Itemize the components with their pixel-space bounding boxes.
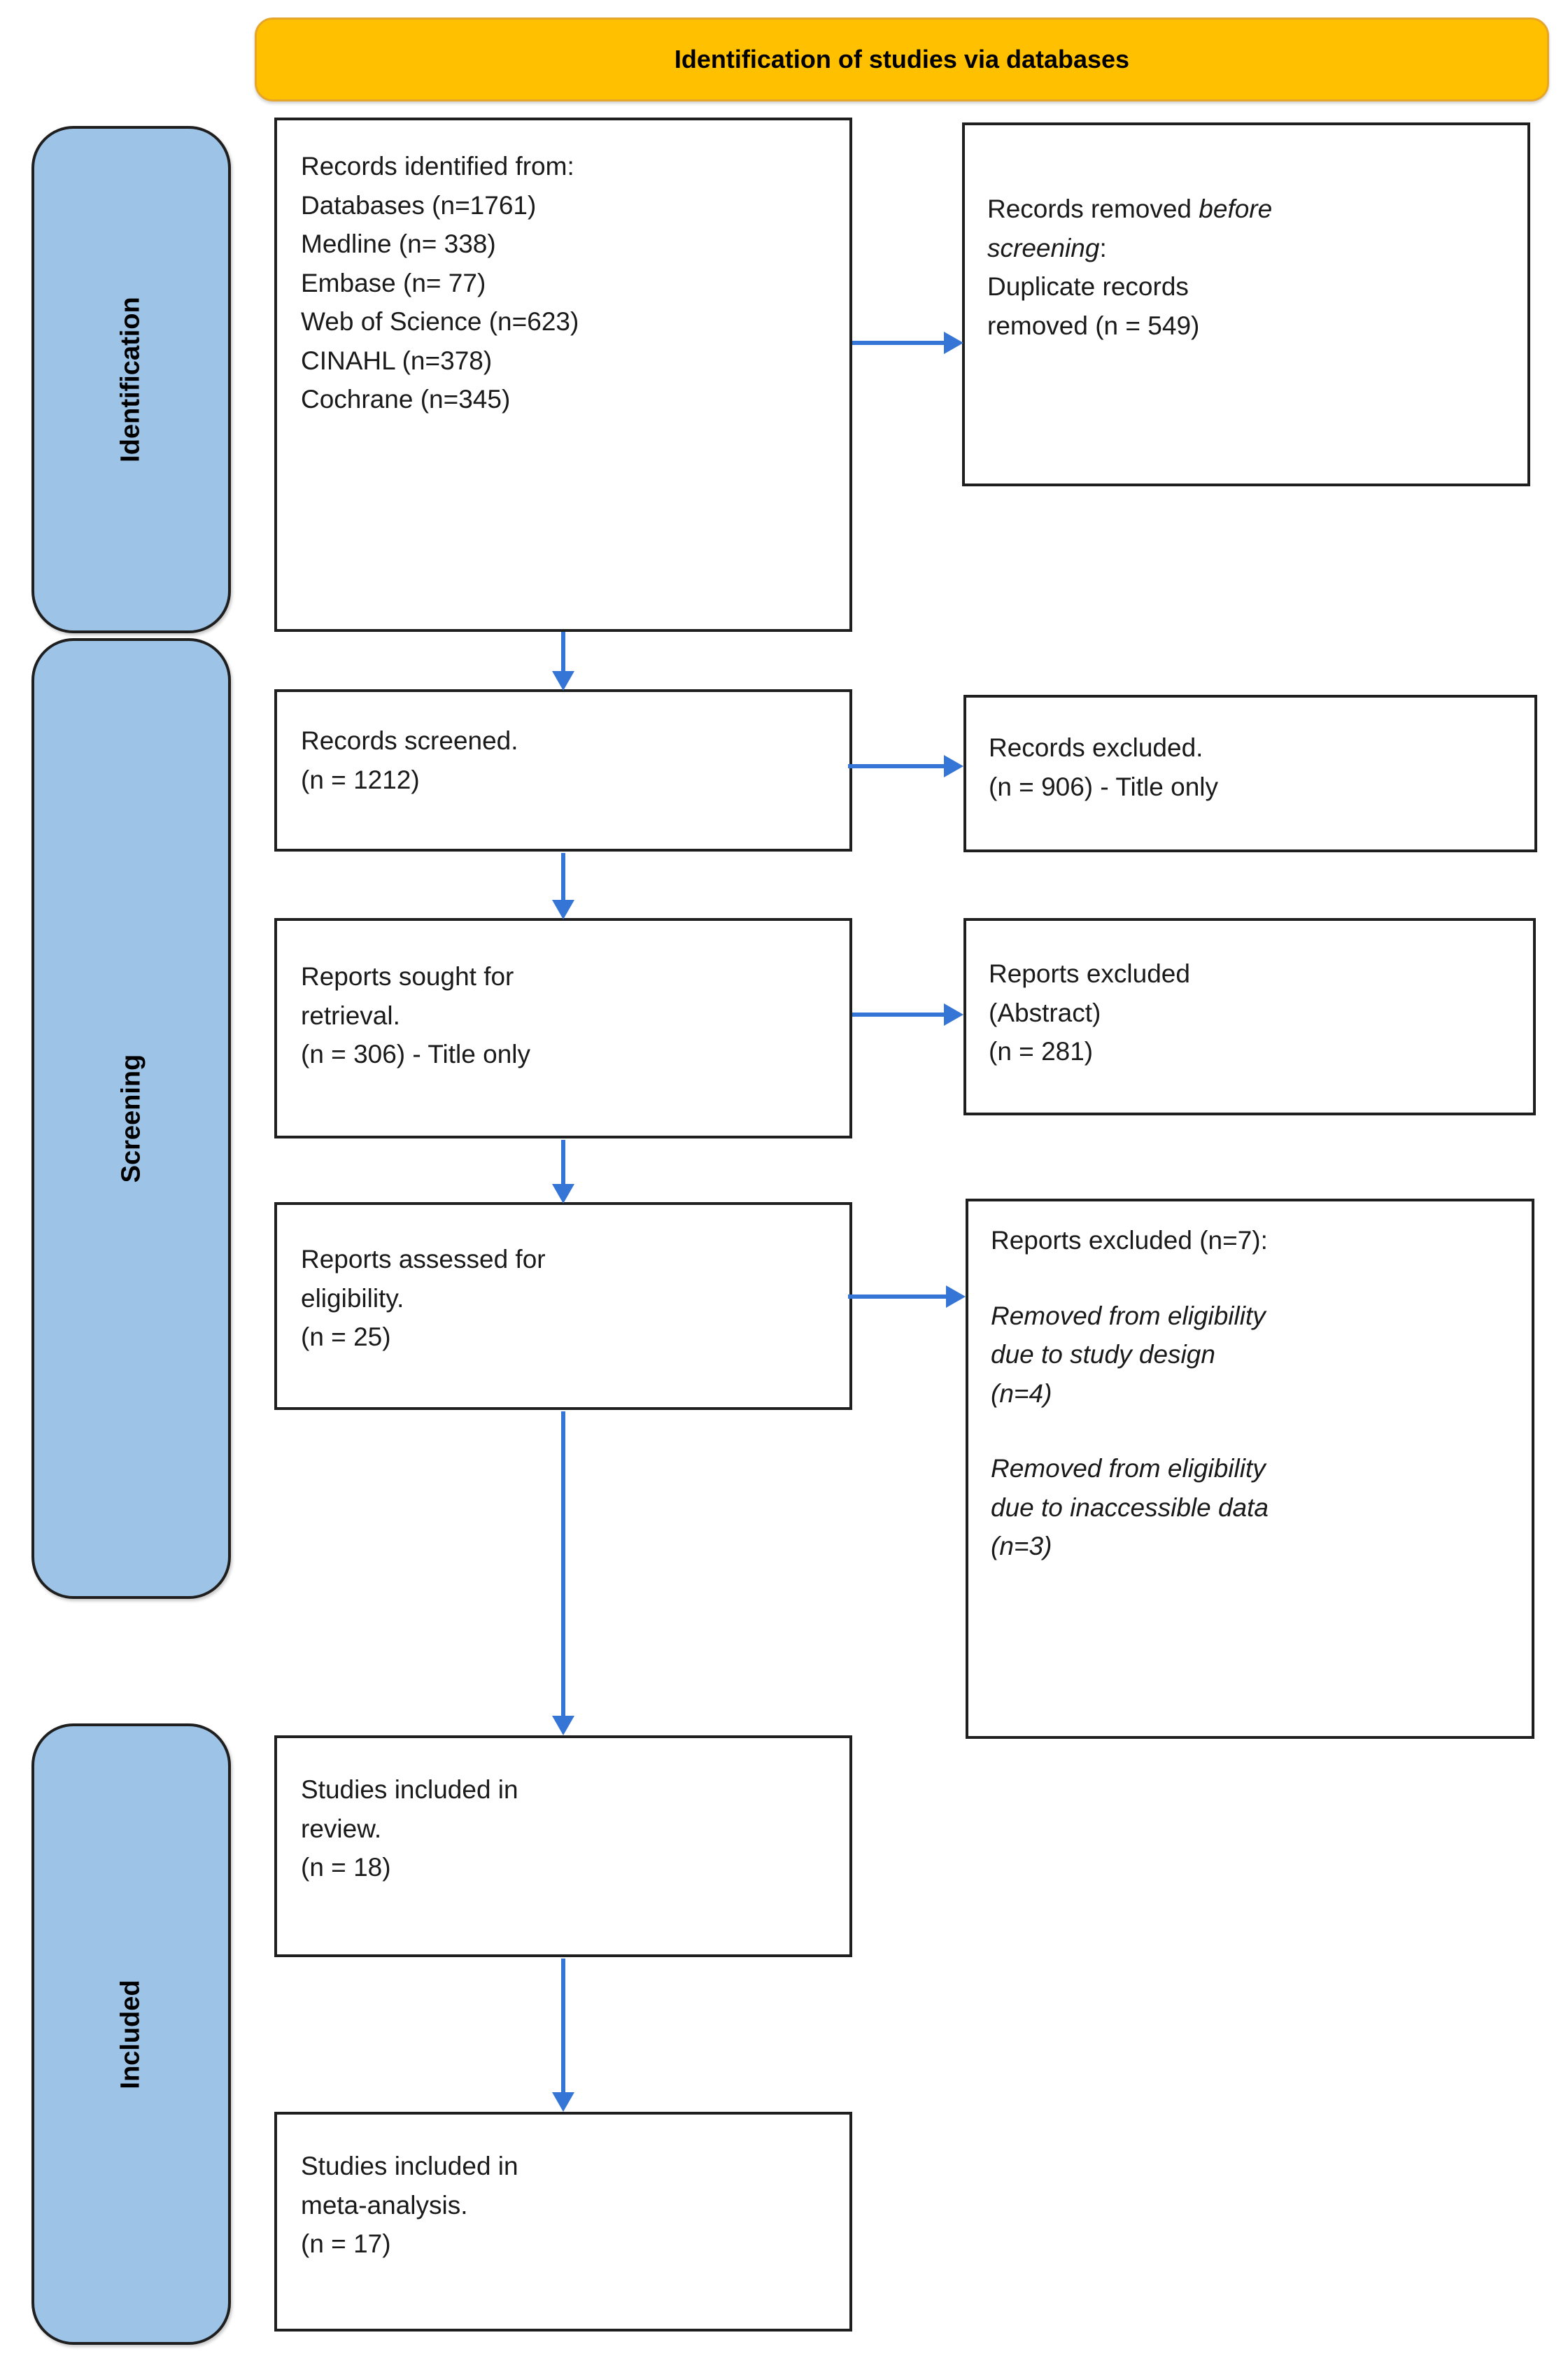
records-identified-line: CINAHL (n=378) (301, 346, 493, 375)
records-removed-text: Records removed (987, 195, 1199, 223)
stage-screening: Screening (31, 638, 231, 1599)
box-records-screened: Records screened. (n = 1212) (274, 689, 852, 852)
records-removed-italic-text: screening (987, 233, 1100, 262)
banner-identification-via-databases: Identification of studies via databases (255, 17, 1549, 101)
eligibility-removed-line: (n=3) (991, 1532, 1052, 1560)
records-screened-line: (n = 1212) (301, 765, 420, 794)
box-reports-excluded-abstract: Reports excluded (Abstract) (n = 281) (963, 918, 1536, 1115)
reports-excluded-abstract-line: (Abstract) (989, 998, 1101, 1027)
reports-excluded-abstract-line: Reports excluded (989, 959, 1190, 988)
studies-review-line: Studies included in (301, 1775, 518, 1804)
stage-included-label: Included (115, 1979, 146, 2089)
records-identified-line: Databases (n=1761) (301, 190, 537, 220)
box-records-removed-before-screening: Records removed before screening: Duplic… (962, 122, 1530, 486)
box-studies-included-review: Studies included in review. (n = 18) (274, 1735, 852, 1957)
records-identified-line: Cochrane (n=345) (301, 385, 511, 414)
records-identified-line: Web of Science (n=623) (301, 307, 579, 336)
records-removed-line: Records removed before (987, 190, 1513, 229)
box-reports-sought: Reports sought for retrieval. (n = 306) … (274, 918, 852, 1138)
box-reports-excluded-eligibility: Reports excluded (n=7): Removed from eli… (966, 1199, 1534, 1739)
eligibility-removed-line: due to inaccessible data (991, 1493, 1269, 1522)
stage-included: Included (31, 1723, 231, 2345)
records-removed-line: Duplicate records (987, 272, 1189, 301)
studies-meta-line: Studies included in (301, 2152, 518, 2180)
reports-assessed-line: (n = 25) (301, 1322, 391, 1351)
studies-review-line: review. (301, 1814, 382, 1843)
studies-review-line: (n = 18) (301, 1853, 391, 1882)
records-removed-line: removed (n = 549) (987, 311, 1200, 340)
box-records-excluded: Records excluded. (n = 906) - Title only (963, 695, 1537, 852)
banner-label: Identification of studies via databases (674, 45, 1130, 73)
reports-sought-line: (n = 306) - Title only (301, 1040, 531, 1068)
records-excluded-line: (n = 906) - Title only (989, 772, 1219, 801)
reports-sought-line: Reports sought for (301, 962, 514, 991)
records-identified-line: Records identified from: (301, 152, 574, 181)
arrow-sought-to-excluded-abstract (852, 1013, 945, 1017)
eligibility-removed-line: due to study design (991, 1340, 1215, 1369)
records-screened-line: Records screened. (301, 726, 518, 755)
records-removed-line: screening: (987, 229, 1513, 268)
arrow-review-to-meta-analysis (561, 1959, 565, 2094)
box-records-identified: Records identified from: Databases (n=17… (274, 118, 852, 632)
eligibility-removed-line: (n=4) (991, 1378, 1052, 1408)
stage-identification-label: Identification (115, 297, 146, 463)
reports-excluded-title: Reports excluded (n=7): (991, 1226, 1268, 1255)
arrow-identified-to-removed-before-screening (852, 341, 945, 345)
studies-meta-line: meta-analysis. (301, 2190, 468, 2220)
stage-identification: Identification (31, 126, 231, 633)
box-reports-assessed: Reports assessed for eligibility. (n = 2… (274, 1202, 852, 1410)
arrow-assessed-to-excluded-eligibility (848, 1295, 947, 1299)
reports-assessed-line: eligibility. (301, 1283, 404, 1313)
box-studies-included-meta-analysis: Studies included in meta-analysis. (n = … (274, 2112, 852, 2332)
records-removed-text: : (1099, 233, 1107, 262)
reports-excluded-abstract-line: (n = 281) (989, 1037, 1094, 1066)
records-removed-italic-text: before (1199, 195, 1273, 223)
stage-screening-label: Screening (115, 1054, 146, 1183)
eligibility-removed-line: Removed from eligibility (991, 1301, 1266, 1330)
records-identified-line: Medline (n= 338) (301, 230, 496, 258)
arrow-identified-to-screened (561, 632, 565, 672)
reports-sought-line: retrieval. (301, 1001, 400, 1030)
arrow-screened-to-sought (561, 853, 565, 901)
eligibility-removed-line: Removed from eligibility (991, 1454, 1266, 1483)
arrow-sought-to-assessed (561, 1140, 565, 1185)
records-excluded-line: Records excluded. (989, 733, 1203, 762)
arrow-assessed-to-included-review (561, 1411, 565, 1717)
reports-assessed-line: Reports assessed for (301, 1245, 546, 1274)
studies-meta-line: (n = 17) (301, 2229, 391, 2258)
arrow-screened-to-excluded (848, 764, 945, 768)
records-identified-line: Embase (n= 77) (301, 268, 486, 297)
